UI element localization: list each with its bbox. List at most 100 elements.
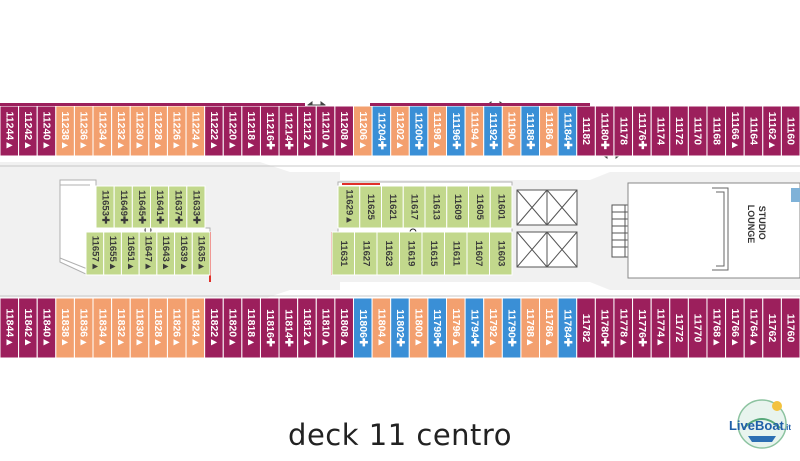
cabin-number: 11609 [452, 194, 463, 220]
cabin-number: 11162▲ [766, 112, 778, 150]
cabin-11166: 11166▲ [725, 105, 745, 157]
cabin-number: 11768▲ [710, 308, 722, 347]
cabin-11631: 11631 [331, 231, 355, 276]
cabin-11619: 11619 [399, 231, 423, 276]
cabin-11230: 11230▲ [129, 105, 150, 157]
cabin-number: 11764▲ [747, 308, 759, 347]
cabin-11180: 11180✚ [594, 105, 615, 157]
cabin-11238: 11238▲ [55, 105, 75, 157]
cabin-11182: 11182 [576, 105, 596, 157]
cabin-number: 11212▲ [301, 111, 313, 150]
cabin-11200: 11200✚ [408, 105, 429, 157]
cabin-number: 11836▲ [78, 308, 90, 347]
cabin-11651: 11651▲ [120, 231, 140, 276]
cabin-number: 11244▲ [3, 111, 15, 150]
cabin-number: 11776✚ [636, 309, 648, 347]
cabin-11164: 11164 [743, 105, 764, 157]
cabin-11832: 11832▲ [111, 297, 131, 359]
cabin-number: 11188✚ [524, 113, 536, 150]
cabin-11637: 11637✚ [168, 185, 188, 229]
cabin-11192: 11192✚ [483, 105, 503, 157]
cabin-number: 11240▲ [41, 111, 53, 150]
cabin-number: 11818▲ [245, 308, 257, 347]
cabin-number: 11176✚ [636, 113, 648, 150]
cabin-number: 11178 [617, 117, 629, 145]
cabin-11834: 11834▲ [92, 297, 113, 359]
cabin-11776: 11776✚ [632, 297, 652, 359]
cabin-number: 11798✚ [431, 309, 443, 347]
cabin-number: 11204✚ [375, 112, 387, 150]
cabin-11202: 11202▲ [390, 105, 410, 157]
cabin-11802: 11802✚ [390, 297, 410, 359]
cabin-number: 11840▲ [41, 308, 53, 347]
cabin-11826: 11826▲ [166, 297, 187, 359]
cabin-number: 11607 [473, 241, 484, 267]
cabin-11623: 11623 [376, 231, 400, 276]
cabin-number: 11218▲ [245, 111, 257, 150]
cabin-11629: 11629▲ [337, 185, 361, 229]
cabin-number: 11194▲ [468, 112, 480, 150]
cabin-11794: 11794✚ [464, 297, 485, 359]
cabin-11210: 11210▲ [315, 105, 336, 157]
cabin-11649: 11649✚ [113, 185, 133, 229]
cabin-11655: 11655▲ [103, 231, 122, 276]
cabin-number: 11242▲ [22, 111, 34, 150]
cabin-11222: 11222▲ [204, 105, 224, 157]
cabin-number: 11760 [785, 314, 797, 343]
cabin-11804: 11804▲ [371, 297, 392, 359]
cabin-number: 11182 [580, 117, 592, 145]
cabin-number: 11208▲ [338, 111, 350, 150]
liveboat-logo: LiveBoat.it [729, 399, 791, 449]
cabin-11178: 11178 [613, 105, 634, 157]
cabin-number: 11186▲ [543, 112, 555, 150]
cabin-11611: 11611 [444, 231, 468, 276]
cabin-number: 11834▲ [96, 308, 108, 347]
cabin-11214: 11214✚ [278, 105, 299, 157]
cabin-number: 11234▲ [96, 111, 108, 150]
cabin-11816: 11816✚ [259, 297, 280, 359]
cabin-number: 11647▲ [143, 236, 154, 271]
cabin-11176: 11176✚ [632, 105, 652, 157]
studio-lounge-steps [712, 187, 729, 271]
cabin-number: 11198▲ [431, 112, 443, 150]
cabin-11208: 11208▲ [334, 105, 354, 157]
cabin-number: 11168 [710, 117, 722, 145]
deck-caption: deck 11 centro [288, 418, 512, 452]
cabin-11842: 11842▲ [18, 297, 38, 359]
cabin-11627: 11627 [354, 231, 378, 276]
cabin-number: 11772 [673, 314, 685, 343]
cabin-11788: 11788▲ [520, 297, 541, 359]
cabin-number: 11621 [387, 194, 398, 221]
cabin-11244: 11244▲ [0, 105, 20, 157]
cabin-number: 11822▲ [208, 308, 220, 347]
cabin-number: 11838▲ [59, 308, 71, 347]
cabin-11784: 11784✚ [557, 297, 578, 359]
cabin-11174: 11174 [650, 105, 671, 157]
cabin-number: 11180✚ [599, 113, 611, 150]
elevator-bank [516, 189, 578, 268]
cabin-number: 11623 [383, 241, 394, 267]
cabin-number: 11631 [338, 241, 349, 268]
cabin-number: 11635▲ [196, 236, 207, 271]
cabin-number: 11641✚ [154, 190, 165, 225]
cabin-number: 11200✚ [413, 112, 425, 150]
cabin-number: 11601 [496, 194, 507, 221]
cabin-11188: 11188✚ [520, 105, 541, 157]
cabin-11198: 11198▲ [427, 105, 448, 157]
cabin-number: 11637✚ [172, 190, 183, 225]
cabin-number: 11615 [428, 241, 439, 268]
cabin-number: 11643▲ [160, 236, 171, 271]
cabin-number: 11226▲ [171, 111, 183, 150]
cabin-number: 11792▲ [487, 308, 499, 347]
cabin-11168: 11168 [706, 105, 727, 157]
cabin-number: 11214✚ [282, 112, 294, 150]
cabin-number: 11160 [785, 117, 797, 145]
cabin-number: 11238▲ [59, 111, 71, 150]
studio-lounge-outline [627, 182, 800, 279]
cabin-11657: 11657▲ [85, 231, 105, 276]
cabin-11828: 11828▲ [148, 297, 168, 359]
cabin-11814: 11814✚ [278, 297, 299, 359]
cabin-11812: 11812▲ [297, 297, 317, 359]
cabin-11639: 11639▲ [174, 231, 193, 276]
cabin-11800: 11800▲ [408, 297, 429, 359]
